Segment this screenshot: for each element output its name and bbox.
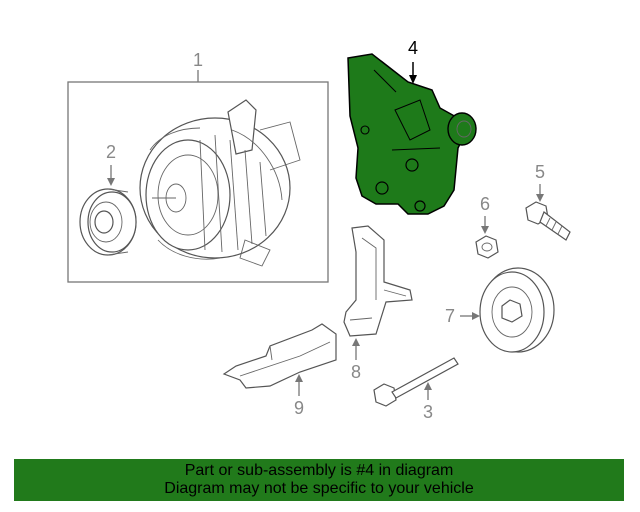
callout-3-arrowhead (424, 382, 432, 390)
bracket-hole-3 (414, 200, 426, 212)
bracket-hole-4 (360, 125, 370, 135)
bracket-boss (447, 112, 477, 146)
callout-6: 6 (480, 194, 490, 214)
bolt-part-5[interactable] (525, 201, 571, 241)
nut-part-6[interactable] (475, 235, 499, 259)
bracket-hole-2 (405, 158, 419, 172)
banner-line-2: Diagram may not be specific to your vehi… (164, 480, 474, 497)
callout-3: 3 (423, 402, 433, 422)
callout-2-arrowhead (107, 178, 115, 186)
alternator-assembly[interactable] (67, 81, 329, 283)
idler-pulley-part-7[interactable] (479, 267, 555, 353)
alternator-pulley-illustration (79, 188, 137, 256)
callout-9-arrowhead (295, 374, 303, 382)
shield-part-9[interactable] (222, 323, 337, 389)
bolt-part-3[interactable] (373, 357, 459, 407)
bracket-detail (373, 69, 441, 151)
alternator-bracket-highlighted[interactable] (347, 53, 477, 215)
callout-7: 7 (445, 306, 455, 326)
info-banner: Part or sub-assembly is #4 in diagram Di… (14, 459, 624, 501)
callout-9: 9 (294, 398, 304, 418)
callout-4-arrowhead (409, 75, 417, 84)
bracket-part-8[interactable] (343, 225, 413, 337)
callout-5-arrowhead (536, 194, 544, 202)
callout-4: 4 (408, 38, 418, 58)
callout-1: 1 (193, 50, 203, 70)
callout-5: 5 (535, 162, 545, 182)
callout-7-arrowhead (472, 312, 480, 320)
callout-2: 2 (106, 142, 116, 162)
banner-line-1: Part or sub-assembly is #4 in diagram (184, 462, 454, 479)
callout-8: 8 (351, 362, 361, 382)
bracket-hole-1 (375, 181, 389, 195)
callout-8-arrowhead (352, 338, 360, 346)
callout-6-arrowhead (481, 226, 489, 234)
alternator-illustration (139, 99, 301, 267)
bracket-boss-inner (456, 120, 472, 138)
